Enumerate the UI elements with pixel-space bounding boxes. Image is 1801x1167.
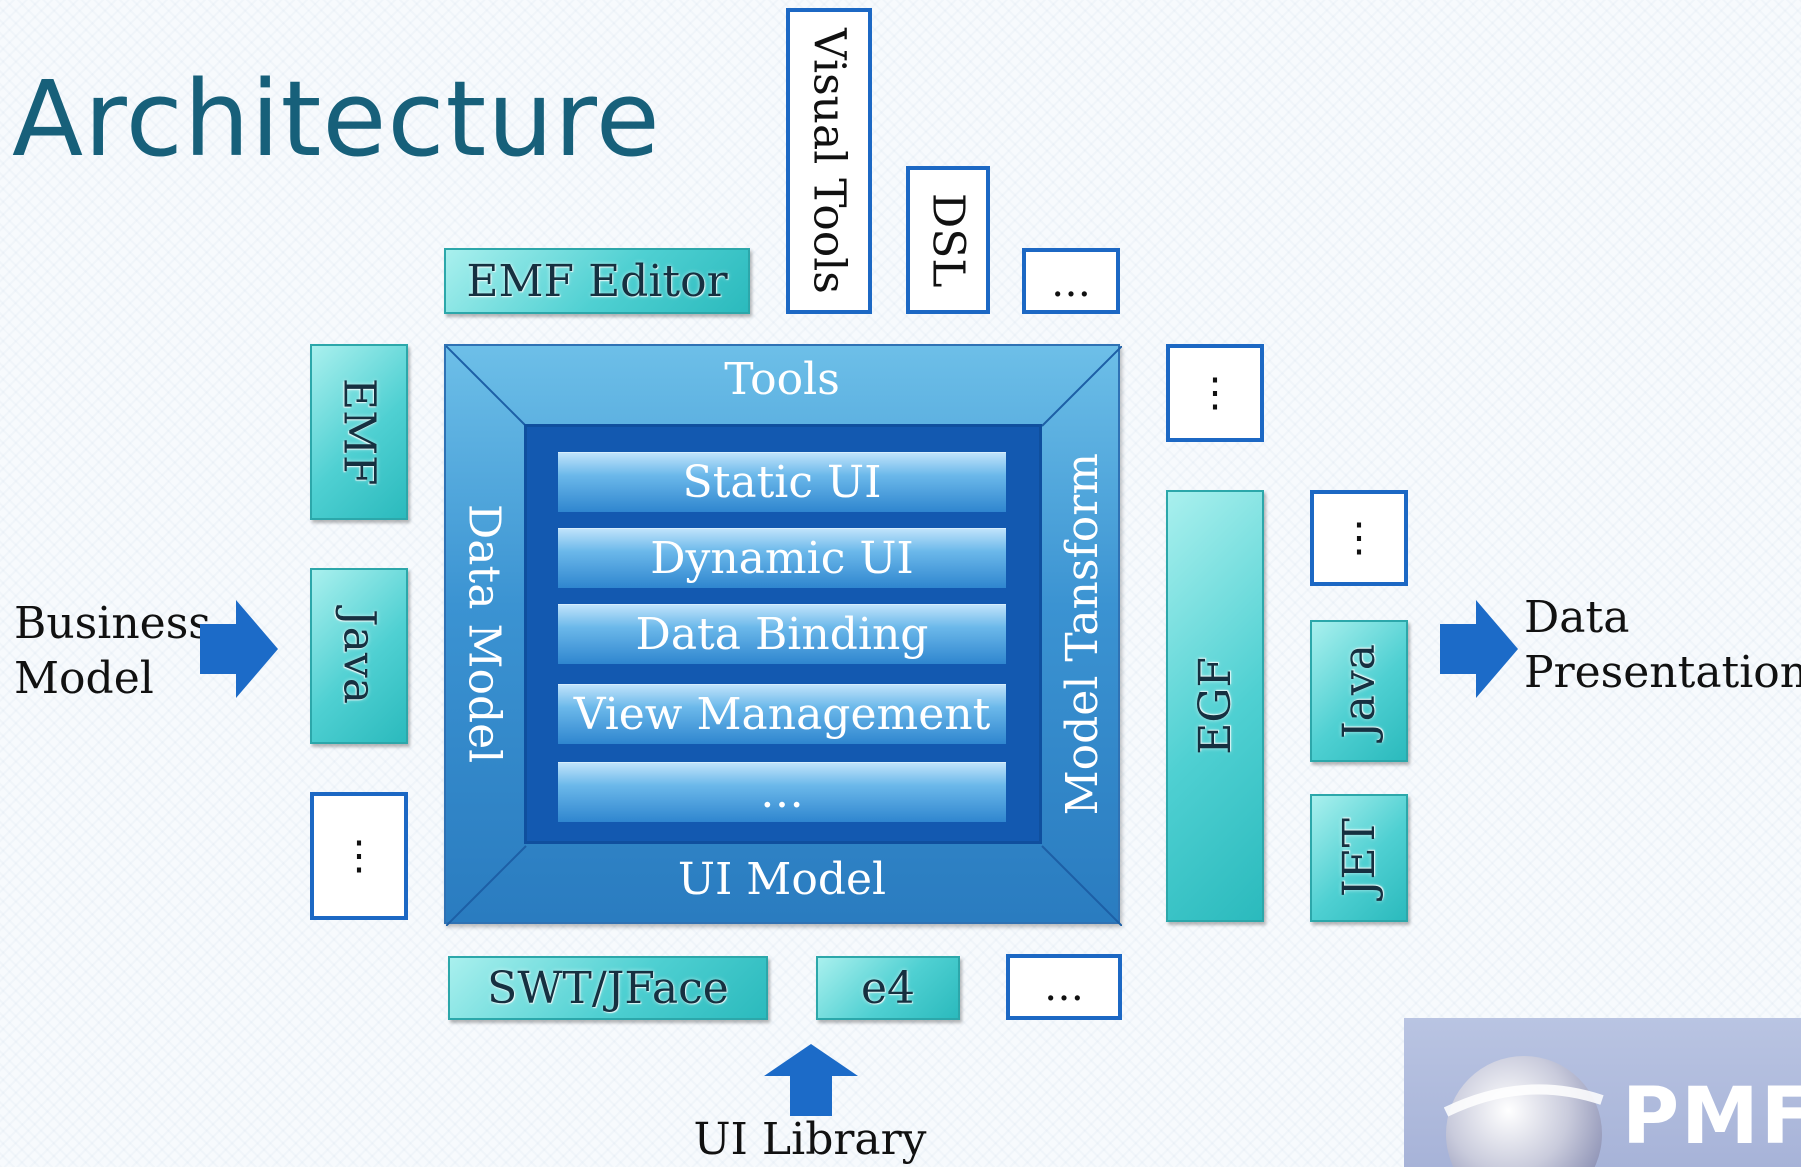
e4-label: e4 bbox=[860, 962, 916, 1014]
visual-tools-label: Visual Tools bbox=[803, 28, 855, 294]
business-model-line1: Business bbox=[14, 598, 211, 649]
layer-dynamic-ui: Dynamic UI bbox=[558, 528, 1006, 588]
dsl-box: DSL bbox=[906, 166, 990, 314]
left-more-label: ⋮ bbox=[339, 833, 379, 879]
data-model-side: Data Model bbox=[452, 424, 516, 844]
layer-static-ui: Static UI bbox=[558, 452, 1006, 512]
swt-jface-box: SWT/JFace bbox=[448, 956, 768, 1020]
top-more-box: … bbox=[1022, 248, 1120, 314]
data-presentation-label: Data Presentation bbox=[1524, 590, 1801, 700]
tools-label: Tools bbox=[724, 354, 840, 405]
top-more-label: … bbox=[1051, 260, 1091, 306]
left-java-box: Java bbox=[310, 568, 408, 744]
emf-box: EMF bbox=[310, 344, 408, 520]
business-model-label: Business Model bbox=[14, 596, 211, 706]
layer-view-management: View Management bbox=[558, 684, 1006, 744]
right-more-side-label: ⋮ bbox=[1339, 515, 1379, 561]
model-transform-side: Model Tansform bbox=[1050, 424, 1114, 844]
ui-library-label: UI Library bbox=[693, 1114, 927, 1165]
right-java-box: Java bbox=[1310, 620, 1408, 762]
left-more-box: ⋮ bbox=[310, 792, 408, 920]
jet-label: JET bbox=[1333, 818, 1385, 898]
data-model-label: Data Model bbox=[458, 504, 510, 764]
ui-library-arrow-icon bbox=[764, 1044, 858, 1116]
right-java-label: Java bbox=[1333, 643, 1385, 739]
pmf-logo: PMF bbox=[1404, 1018, 1801, 1167]
data-presentation-line2: Presentation bbox=[1524, 647, 1801, 698]
visual-tools-box: Visual Tools bbox=[786, 8, 872, 314]
right-more-top-box: ⋮ bbox=[1166, 344, 1264, 442]
egf-box: EGF bbox=[1166, 490, 1264, 922]
dsl-label: DSL bbox=[922, 192, 974, 288]
emf-label: EMF bbox=[333, 378, 385, 486]
emf-editor-box: EMF Editor bbox=[444, 248, 750, 314]
left-java-label: Java bbox=[333, 608, 385, 704]
emf-editor-label: EMF Editor bbox=[466, 255, 728, 307]
business-model-arrow-icon bbox=[200, 600, 278, 698]
right-more-side-box: ⋮ bbox=[1310, 490, 1408, 586]
right-more-top-label: ⋮ bbox=[1195, 370, 1235, 416]
layer-data-binding: Data Binding bbox=[558, 604, 1006, 664]
model-transform-label: Model Tansform bbox=[1056, 452, 1108, 816]
egf-label: EGF bbox=[1189, 657, 1241, 755]
globe-icon bbox=[1444, 1056, 1604, 1167]
ui-model-label: UI Model bbox=[677, 854, 887, 905]
layer-more: … bbox=[558, 762, 1006, 822]
data-presentation-line1: Data bbox=[1524, 592, 1630, 643]
e4-box: e4 bbox=[816, 956, 960, 1020]
data-presentation-arrow-icon bbox=[1440, 600, 1518, 698]
pmf-logo-text: PMF bbox=[1622, 1072, 1801, 1162]
bottom-more-label: … bbox=[1044, 964, 1084, 1010]
page-title: Architecture bbox=[12, 58, 661, 180]
business-model-line2: Model bbox=[14, 653, 154, 704]
swt-jface-label: SWT/JFace bbox=[487, 962, 729, 1014]
jet-box: JET bbox=[1310, 794, 1408, 922]
bottom-more-box: … bbox=[1006, 954, 1122, 1020]
frame-bevel-lines bbox=[446, 346, 1122, 926]
